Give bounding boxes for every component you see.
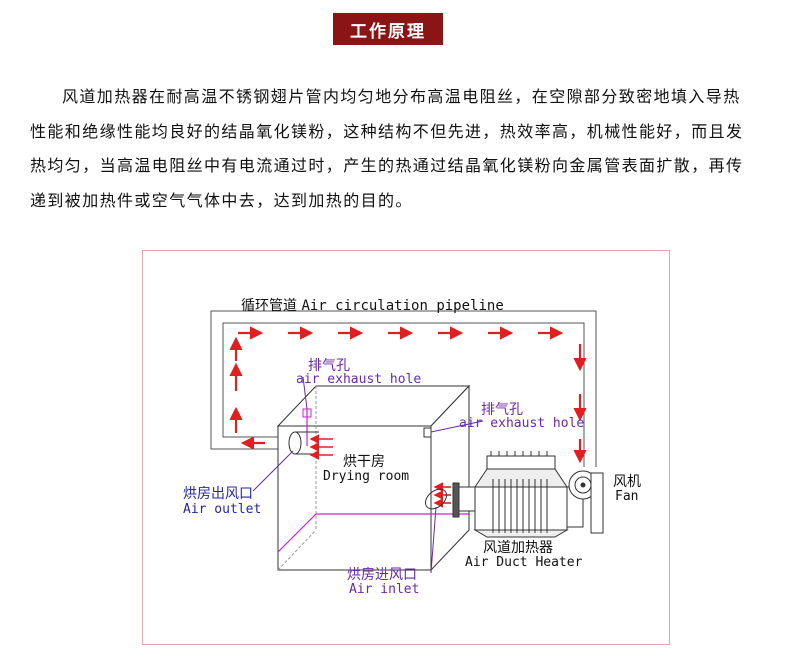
leader-lines: [252, 376, 484, 574]
intro-paragraph-block: 风道加热器在耐高温不锈钢翅片管内均匀地分布高温电阻丝，在空隙部分致密地填入导热性…: [30, 80, 750, 218]
air-duct-heater: [458, 455, 584, 538]
working-principle-diagram: 循环管道 Air circulation pipeline 排气孔 air ex…: [142, 250, 670, 645]
inlet-flange: [452, 482, 460, 518]
diagram-canvas: [210, 310, 604, 574]
outlet-label-en: Air outlet: [183, 502, 262, 517]
leader-inlet: [430, 506, 437, 574]
room-label-en: Drying room: [323, 469, 410, 484]
leader-exhaust-2: [430, 420, 484, 433]
heater-label-en: Air Duct Heater: [465, 555, 583, 570]
fan-label-en: Fan: [615, 489, 639, 504]
heater-elements: [492, 479, 548, 533]
exhaust-hole-2: [423, 427, 432, 438]
heater-label-cn: 风道加热器: [483, 540, 553, 556]
pipeline-label-cn: 循环管道: [241, 298, 297, 314]
fan: [568, 470, 604, 534]
leader-exhaust-1: [302, 376, 308, 410]
exhaust-2-label-cn: 排气孔: [481, 402, 523, 418]
outlet-label-cn: 烘房出风口: [183, 486, 253, 502]
room-label-cn: 烘干房: [343, 454, 385, 470]
inlet-label-cn: 烘房进风口: [347, 567, 417, 583]
heater-terminals: [490, 451, 548, 456]
exhaust-1-label-en: air exhaust hole: [296, 372, 422, 387]
exhaust-2-label-en: air exhaust hole: [459, 416, 585, 431]
flow-arrows: [229, 326, 587, 464]
room-interior-lines: [277, 409, 469, 553]
fan-label-cn: 风机: [613, 474, 641, 490]
leader-outlet: [252, 450, 294, 492]
section-title-badge: 工作原理: [333, 13, 443, 45]
inlet-label-en: Air inlet: [349, 582, 420, 597]
intro-paragraph: 风道加热器在耐高温不锈钢翅片管内均匀地分布高温电阻丝，在空隙部分致密地填入导热性…: [30, 87, 744, 210]
inlet-ring: [424, 488, 448, 510]
drying-room-box: [276, 384, 471, 572]
pipeline-label: 循环管道 Air circulation pipeline: [241, 295, 504, 315]
pipeline-label-en: Air circulation pipeline: [301, 298, 504, 314]
exhaust-1-label-cn: 排气孔: [308, 358, 350, 374]
